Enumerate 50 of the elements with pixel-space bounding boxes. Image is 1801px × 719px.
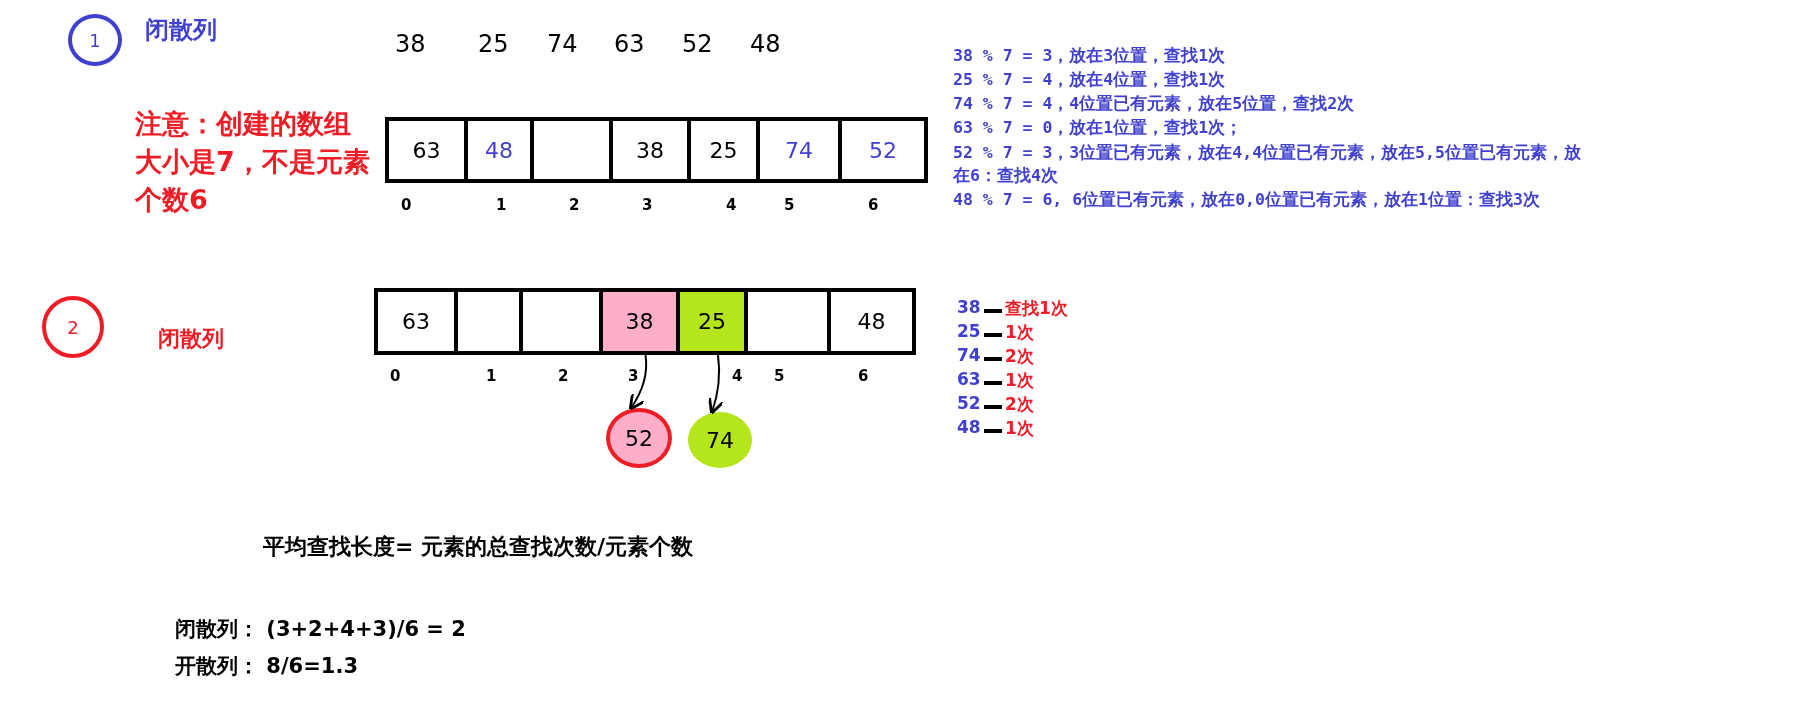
number-circle: 74 — [688, 412, 752, 468]
section-title: 闭散列 — [158, 325, 224, 353]
index-number: 3 — [628, 367, 639, 385]
probe-count: 1次 — [1005, 369, 1034, 392]
hash-step-text: 74 % 7 = 4，4位置已有元素，放在5位置，查找2次 — [953, 93, 1355, 115]
key-value: 52 — [957, 393, 981, 413]
index-number: 1 — [486, 367, 497, 385]
hash-step-text: 38 % 7 = 3，放在3位置，查找1次 — [953, 45, 1226, 67]
probe-count: 1次 — [1005, 417, 1034, 440]
key-value: 48 — [750, 30, 781, 58]
index-number: 3 — [642, 196, 653, 214]
note-text: 注意：创建的数组大小是7，不是元素个数6 — [135, 107, 370, 217]
key-value: 48 — [957, 417, 981, 437]
key-value: 38 — [957, 297, 981, 317]
index-number: 4 — [732, 367, 743, 385]
hash-step-text: 48 % 7 = 6, 6位置已有元素，放在0,0位置已有元素，放在1位置：查找3次 — [953, 189, 1540, 211]
index-number: 2 — [558, 367, 569, 385]
key-value: 74 — [547, 30, 578, 58]
index-number: 4 — [726, 196, 737, 214]
key-value: 63 — [614, 30, 645, 58]
index-number: 6 — [868, 196, 879, 214]
arrow — [628, 354, 648, 411]
key-value: 38 — [395, 30, 426, 58]
probe-count: 2次 — [1005, 345, 1034, 368]
number-circle: 52 — [606, 408, 672, 468]
probe-count: 1次 — [1005, 321, 1034, 344]
probe-count: 查找1次 — [1005, 297, 1068, 320]
probe-count: 2次 — [1005, 393, 1034, 416]
key-value: 63 — [957, 369, 981, 389]
index-number: 5 — [774, 367, 785, 385]
index-number: 1 — [496, 196, 507, 214]
index-number: 0 — [401, 196, 412, 214]
index-number: 2 — [569, 196, 580, 214]
section-title: 闭散列 — [145, 15, 217, 46]
key-value: 25 — [957, 321, 981, 341]
hash-step-text: 63 % 7 = 0，放在1位置，查找1次； — [953, 117, 1243, 139]
number-circle: 2 — [42, 296, 104, 358]
formula-text: 平均查找长度= 元素的总查找次数/元素个数 — [263, 533, 694, 561]
hash-step-text: 52 % 7 = 3，3位置已有元素，放在4,4位置已有元素，放在5,5位置已有元素，放在6：查找4次 — [953, 142, 1582, 188]
index-number: 5 — [784, 196, 795, 214]
key-value: 25 — [478, 30, 509, 58]
index-number: 0 — [390, 367, 401, 385]
key-value: 52 — [682, 30, 713, 58]
formula-text: 开散列： 8/6=1.3 — [175, 653, 358, 680]
arrow — [707, 354, 724, 415]
key-value: 74 — [957, 345, 981, 365]
hash-step-text: 25 % 7 = 4，放在4位置，查找1次 — [953, 69, 1226, 91]
number-circle: 1 — [68, 14, 122, 66]
formula-text: 闭散列： (3+2+4+3)/6 = 2 — [175, 616, 466, 643]
index-number: 6 — [858, 367, 869, 385]
